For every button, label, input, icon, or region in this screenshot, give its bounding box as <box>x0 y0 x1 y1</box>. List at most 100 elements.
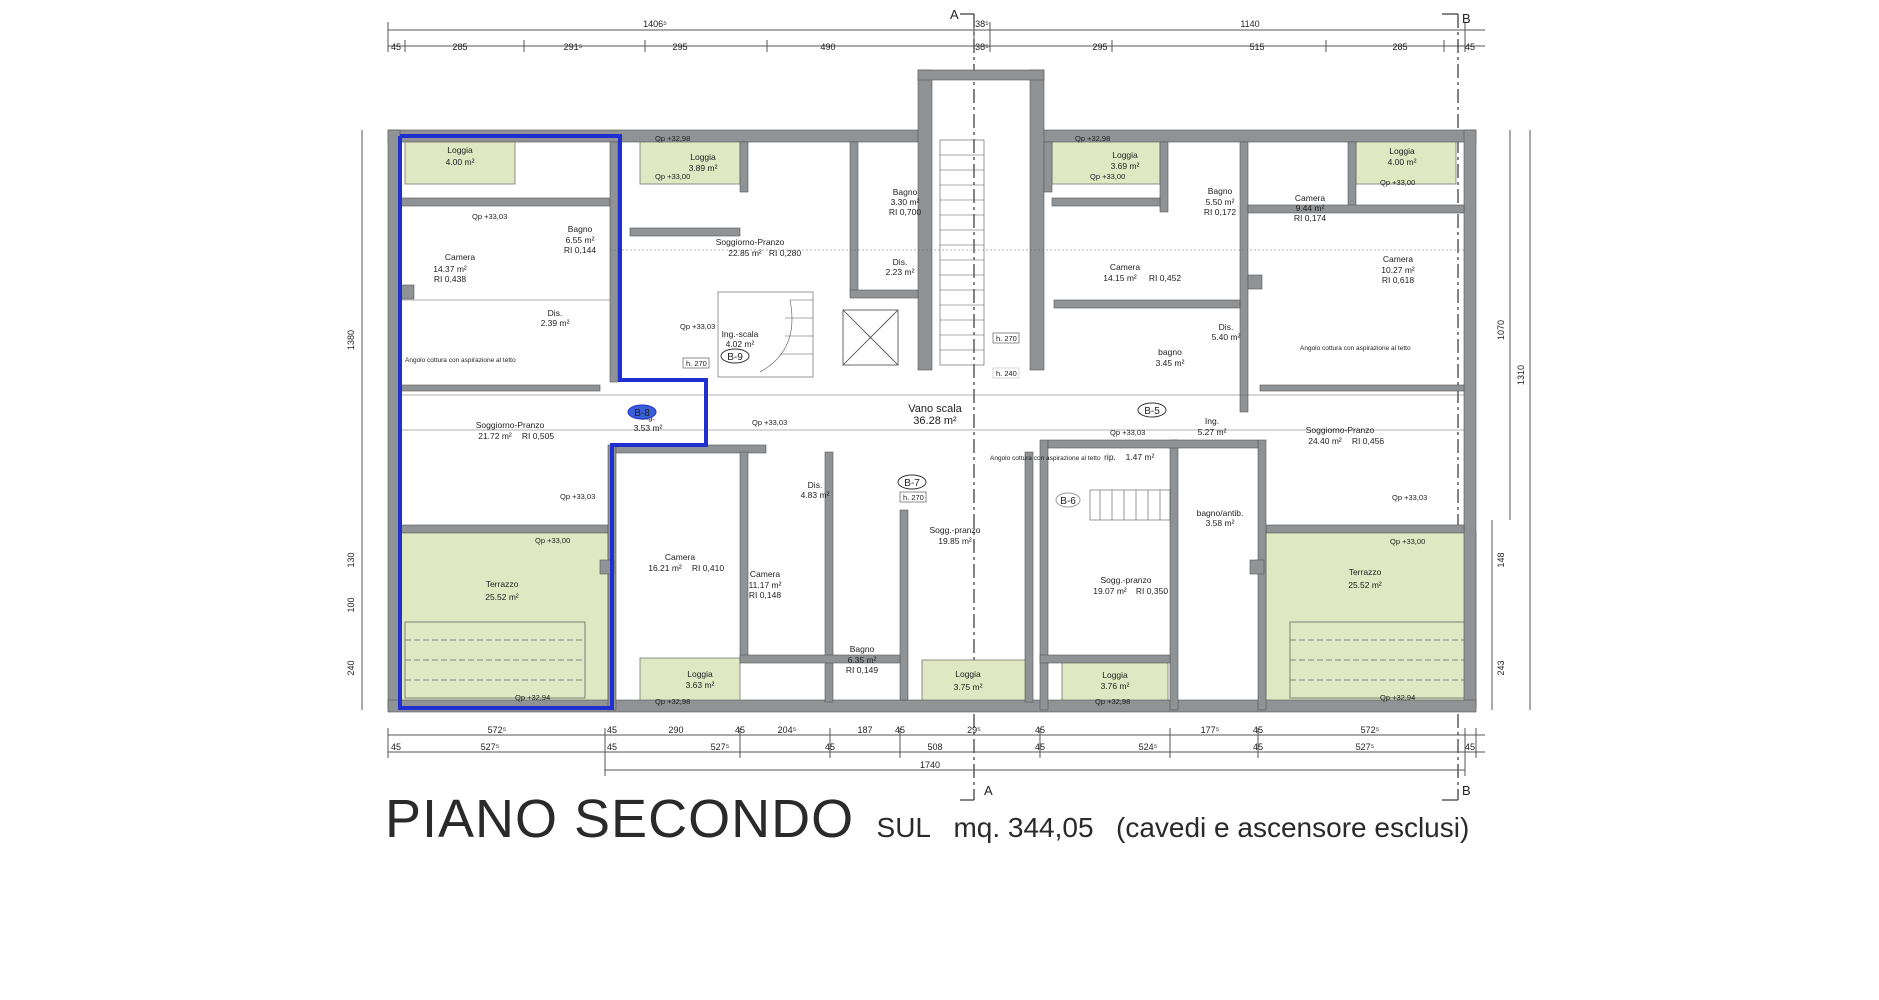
level-label: Qp +33,00 <box>1380 178 1415 187</box>
level-label: Qp +33,03 <box>1392 493 1427 502</box>
dim-top-6: 38⁵ <box>975 42 989 52</box>
room-area: 21.72 m² <box>478 431 512 441</box>
unit-tag: B-5 <box>1144 406 1160 417</box>
dim-left-2: 130 <box>346 552 356 567</box>
room-name: Camera <box>1110 262 1141 272</box>
room-name: Loggia <box>690 152 716 162</box>
outdoor-areas <box>399 139 1477 708</box>
dim-bottom-7: 45 <box>895 725 905 735</box>
dim-right-2: 1310 <box>1516 365 1526 385</box>
unit-highlight-outline <box>398 134 708 710</box>
room-area: 3.53 m² <box>634 423 663 433</box>
dim-top-4: 295 <box>672 42 687 52</box>
dim-right-1: 1070 <box>1496 320 1506 340</box>
loggia-area <box>1061 659 1169 707</box>
level-label: Qp +33,03 <box>472 212 507 221</box>
room-area: 3.45 m² <box>1156 358 1185 368</box>
room-ri: RI 0,456 <box>1352 436 1384 446</box>
level-label: Qp +33,00 <box>1390 537 1425 546</box>
level-label: Qp +33,03 <box>752 418 787 427</box>
room-area: 3.63 m² <box>686 680 715 690</box>
kitchen-note: Angolo cottura con aspirazione al tetto <box>405 357 516 364</box>
room-ri: RI 0,172 <box>1204 207 1236 217</box>
room-ri: RI 0,350 <box>1136 586 1168 596</box>
room-name: Dis. <box>548 308 563 318</box>
room-area: 14.37 m² <box>433 264 467 274</box>
dim-bottom-12: 572⁵ <box>1361 725 1380 735</box>
room-name: Bagno <box>850 644 875 654</box>
room-area: 6.55 m² <box>566 235 595 245</box>
dim-bottom-10: 177⁵ <box>1201 725 1220 735</box>
height-tag: h. 270 <box>686 359 707 368</box>
sul-note: (cavedi e ascensore esclusi) <box>1116 812 1470 843</box>
dim-bottom-4: 45 <box>735 725 745 735</box>
floor-name: PIANO SECONDO <box>385 789 855 849</box>
room-area: 5.40 m² <box>1212 332 1241 342</box>
side-dimensions <box>361 130 1531 710</box>
dim-right-4: 243 <box>1496 660 1506 675</box>
terrazzo-area <box>399 531 609 708</box>
room-labels: Loggia 4.00 m² Loggia 3.89 m² Loggia 3.6… <box>433 145 1416 692</box>
room-area: 16.21 m² <box>648 563 682 573</box>
unit-tag: B-7 <box>904 478 920 489</box>
room-area: 25.52 m² <box>1348 580 1382 590</box>
bottom-dim-labels: 572⁵ 45 290 45 204⁵ 187 45 29⁵ 45 177⁵ 4… <box>391 725 1475 770</box>
terrazzo-area <box>1265 531 1477 708</box>
room-area: 4.83 m² <box>801 490 830 500</box>
room-area: 3.76 m² <box>1101 681 1130 691</box>
dim-bottom-8: 29⁵ <box>967 725 981 735</box>
room-name: Loggia <box>687 669 713 679</box>
dim-bottom2-4: 527⁵ <box>711 742 730 752</box>
kitchen-note: Angolo cottura con aspirazione al tetto <box>990 455 1101 462</box>
unit-tag: B-9 <box>727 352 743 363</box>
dim-bottom-1: 572⁵ <box>488 725 507 735</box>
room-area: 3.58 m² <box>1206 518 1235 528</box>
room-name: Dis. <box>808 480 823 490</box>
height-tags: h. 270 h. 270 h. 270 h. 240 <box>682 332 1020 503</box>
dim-top-1: 45 <box>391 42 401 52</box>
room-ri: RI 0,148 <box>749 590 781 600</box>
dim-bottom-5: 204⁵ <box>778 725 797 735</box>
top-dim-labels: 1406⁵ 38⁵ 1140 45 285 291⁵ 295 490 38⁵ 2… <box>391 19 1475 52</box>
dim-bottom-11: 45 <box>1253 725 1263 735</box>
dim-top-10: 45 <box>1465 42 1475 52</box>
plan-title: PIANO SECONDO SUL mq. 344,05 (cavedi e a… <box>385 788 1469 850</box>
unit-tag: B-6 <box>1060 496 1076 507</box>
room-area: 3.69 m² <box>1111 161 1140 171</box>
room-area: 22.85 m² <box>728 248 762 258</box>
dim-bottom2-9: 45 <box>1253 742 1263 752</box>
room-name: Terrazzo <box>1349 567 1382 577</box>
room-ri: RI 0,438 <box>434 274 466 284</box>
dim-top-7: 295 <box>1092 42 1107 52</box>
room-name: Dis. <box>1219 322 1234 332</box>
level-label: Qp +33,03 <box>1110 428 1145 437</box>
side-dim-labels: 1380 130 100 240 1070 1310 148 243 <box>346 320 1526 676</box>
level-label: Qp +33,00 <box>655 172 690 181</box>
room-area: 24.40 m² <box>1308 436 1342 446</box>
room-name: Ing.-scala <box>722 329 759 339</box>
dim-bottom2-1: 45 <box>391 742 401 752</box>
room-ri: RI 0,618 <box>1382 275 1414 285</box>
room-name: Camera <box>665 552 696 562</box>
room-name: rip. <box>1104 452 1116 462</box>
room-name: Vano scala <box>908 403 962 415</box>
dim-top-8: 515 <box>1249 42 1264 52</box>
room-name: Dis. <box>893 257 908 267</box>
room-name: Ing. <box>1205 416 1219 426</box>
room-area: 10.27 m² <box>1381 265 1415 275</box>
dim-bottom2-7: 45 <box>1035 742 1045 752</box>
top-dimensions <box>387 22 1485 52</box>
loggia-area <box>1051 139 1161 185</box>
room-ri: RI 0,700 <box>889 207 921 217</box>
dim-top-9: 285 <box>1392 42 1407 52</box>
room-ri: RI 0,144 <box>564 245 596 255</box>
room-name: Loggia <box>1102 670 1128 680</box>
kitchen-notes: Angolo cottura con aspirazione al tetto … <box>405 345 1411 462</box>
level-label: Qp +33,00 <box>1090 172 1125 181</box>
dim-bottom-total: 1740 <box>920 760 940 770</box>
room-name: Camera <box>445 252 476 262</box>
room-name: Camera <box>750 569 781 579</box>
dim-top-5: 490 <box>820 42 835 52</box>
room-name: Camera <box>1383 254 1414 264</box>
dim-top-total-3: 1140 <box>1240 19 1259 29</box>
